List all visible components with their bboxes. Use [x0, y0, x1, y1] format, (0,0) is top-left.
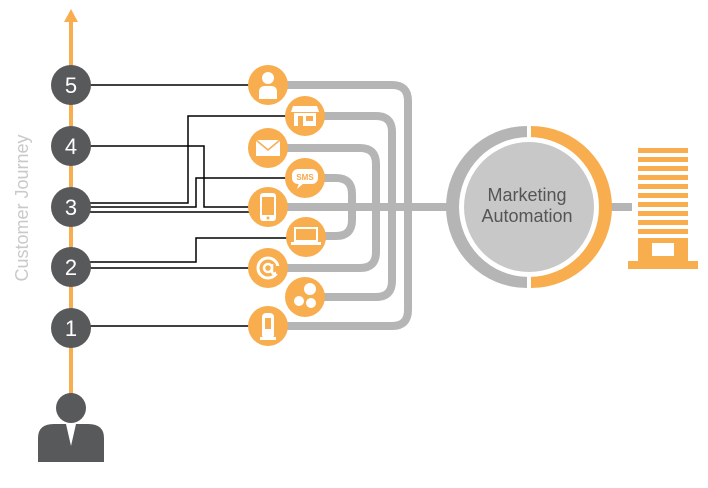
stage-4-node: 4: [51, 126, 91, 166]
sales-rep-icon: [248, 65, 288, 105]
connector-3-store: [85, 115, 288, 204]
stage-3-node: 3: [51, 187, 91, 227]
stage-3-label: 3: [65, 195, 77, 220]
journey-arrow-head: [64, 9, 78, 22]
stage-2-node: 2: [51, 247, 91, 287]
customer-figure-icon: [38, 393, 104, 462]
store-icon: [285, 96, 325, 136]
stage-4-label: 4: [65, 134, 77, 159]
laptop-icon: [286, 217, 326, 257]
mail-icon: [248, 128, 288, 168]
pipe-social: [322, 207, 396, 301]
pipe-at: [286, 207, 380, 272]
stage-nodes: 5 4 3 2 1: [51, 65, 91, 348]
channel-icons: SMS: [248, 65, 326, 346]
pipe-mail: [286, 144, 380, 207]
connector-4-mobile: [85, 145, 250, 208]
stage-5-node: 5: [51, 65, 91, 105]
pipe-person: [286, 81, 448, 211]
sms-icon-text: SMS: [296, 173, 314, 182]
stage-connectors: [85, 84, 288, 327]
social-media-icon: [285, 277, 325, 317]
building-icon: [628, 148, 698, 269]
connector-2-laptop: [85, 237, 288, 263]
connector-3-sms: [85, 177, 288, 208]
pipe-store: [322, 112, 396, 207]
hub-label-line1: Marketing: [487, 185, 566, 205]
email-at-icon: [248, 248, 288, 288]
hub-label-line2: Automation: [481, 206, 572, 226]
stage-5-label: 5: [65, 73, 77, 98]
kiosk-icon: [248, 306, 288, 346]
pipe-sms: [322, 174, 356, 207]
pipe-laptop: [324, 207, 356, 240]
hub-core: [464, 142, 594, 272]
stage-1-node: 1: [51, 308, 91, 348]
stage-1-label: 1: [65, 316, 77, 341]
marketing-automation-hub: Marketing Automation: [446, 126, 612, 288]
sms-icon: SMS: [285, 158, 325, 198]
pipe-kiosk: [286, 207, 412, 330]
axis-label: Customer Journey: [12, 134, 32, 281]
channel-pipes: [286, 81, 632, 330]
mobile-phone-icon: [248, 187, 288, 227]
stage-2-label: 2: [65, 255, 77, 280]
